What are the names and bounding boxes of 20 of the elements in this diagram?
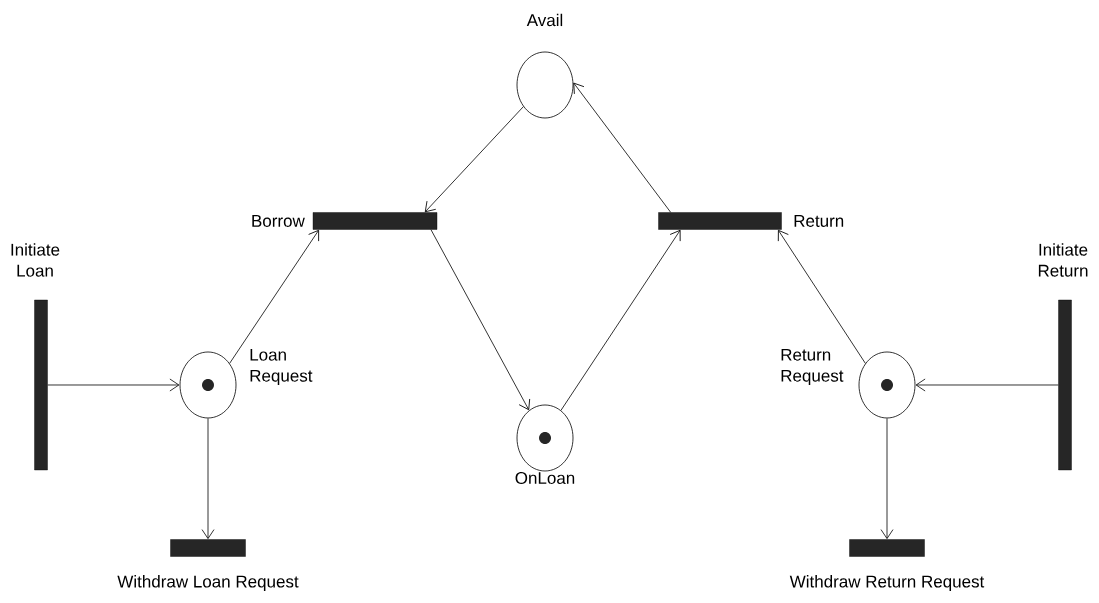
- arrow: [424, 106, 524, 213]
- arrow: [229, 229, 320, 364]
- arrow: [201, 418, 215, 539]
- place-label: Avail: [526, 13, 563, 27]
- place-label: Withdraw Loan Request: [117, 575, 299, 591]
- place-label: Withdraw Return Request: [789, 575, 985, 591]
- place-label: Return Request: [781, 348, 844, 386]
- arrow: [47, 378, 180, 392]
- place-label: Loan Request: [250, 348, 313, 386]
- place-label: Borrow: [252, 215, 305, 227]
- arrow: [430, 229, 531, 411]
- place-label: Initiate Return: [1038, 243, 1088, 277]
- arrow: [777, 229, 866, 364]
- arrow: [915, 378, 1059, 392]
- place-label: OnLoan: [515, 472, 575, 484]
- place-label: Return: [794, 215, 844, 227]
- arrow: [573, 82, 672, 213]
- arrow: [560, 229, 681, 411]
- place-label: Initiate Loan: [11, 243, 60, 277]
- arrow: [880, 418, 894, 539]
